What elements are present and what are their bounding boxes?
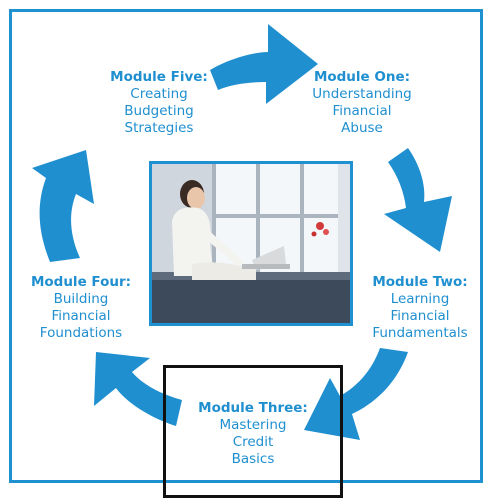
module-one-line-2: Financial <box>332 103 392 119</box>
module-three-line-2: Credit <box>232 434 274 450</box>
module-five-line-2: Budgeting <box>124 103 194 119</box>
module-two-title: Module Two: <box>372 274 468 290</box>
arrow-one-to-two-icon <box>384 148 452 252</box>
module-two-line-1: Learning <box>390 291 450 307</box>
module-three-line-3: Basics <box>231 451 275 467</box>
module-one-line-3: Abuse <box>341 120 383 136</box>
module-one-line-1: Understanding <box>312 86 412 102</box>
module-four: Module Four: Building Financial Foundati… <box>0 274 162 342</box>
arrow-two-to-three-icon <box>304 348 408 440</box>
module-four-line-2: Financial <box>51 308 111 324</box>
module-two-line-2: Financial <box>390 308 450 324</box>
center-photo <box>149 161 353 326</box>
module-five: Module Five: Creating Budgeting Strategi… <box>74 69 244 137</box>
module-three-line-1: Mastering <box>219 417 287 433</box>
module-four-title: Module Four: <box>30 274 132 290</box>
module-five-title: Module Five: <box>110 69 208 85</box>
module-five-line-1: Creating <box>130 86 188 102</box>
module-two: Module Two: Learning Financial Fundament… <box>346 274 494 342</box>
module-four-line-3: Foundations <box>39 325 123 341</box>
arrow-three-to-four-icon <box>94 352 182 426</box>
module-four-line-1: Building <box>53 291 109 307</box>
arrow-four-to-five-icon <box>32 150 94 262</box>
module-three-title: Module Three: <box>198 400 308 416</box>
selection-highlight-box <box>163 365 343 498</box>
module-five-line-3: Strategies <box>124 120 194 136</box>
module-one: Module One: Understanding Financial Abus… <box>277 69 447 137</box>
module-one-title: Module One: <box>313 69 411 85</box>
woman-with-laptop-photo <box>152 164 350 323</box>
module-three[interactable]: Module Three: Mastering Credit Basics <box>168 400 338 468</box>
module-two-line-3: Fundamentals <box>372 325 468 341</box>
arrow-five-to-one-icon <box>210 24 318 104</box>
